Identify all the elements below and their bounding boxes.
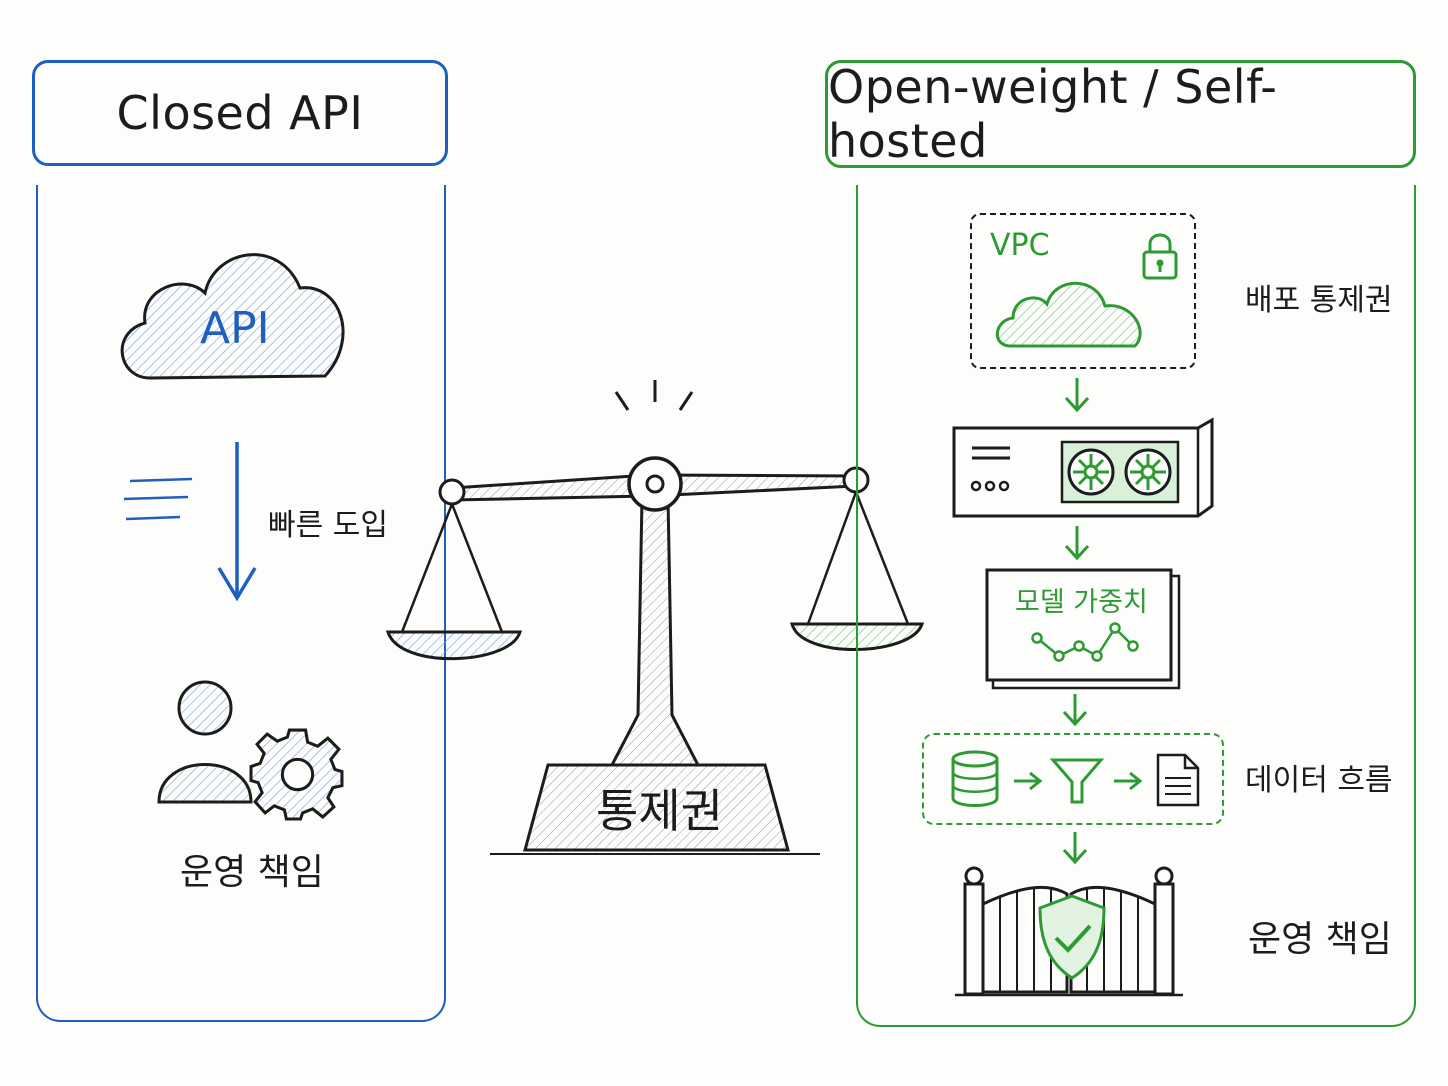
balance-scale-icon — [385, 380, 925, 855]
cloud-icon — [996, 281, 1142, 348]
database-icon — [951, 750, 999, 807]
data-flow-box — [922, 733, 1224, 825]
closed-api-title-box: Closed API — [32, 60, 448, 166]
right-arrow-2-icon — [1114, 771, 1143, 791]
user-icon — [157, 680, 253, 804]
fast-adoption-label: 빠른 도입 — [268, 508, 388, 543]
self-hosted-panel — [856, 185, 1416, 1027]
filter-icon — [1049, 758, 1105, 804]
closed-api-panel — [36, 185, 446, 1022]
data-flow-label: 데이터 흐름 — [1245, 763, 1393, 798]
closed-api-title: Closed API — [116, 86, 364, 140]
down-arrow-icon — [217, 442, 257, 602]
lock-icon — [1142, 233, 1178, 280]
server-icon — [952, 417, 1214, 518]
self-hosted-title: Open-weight / Self-hosted — [828, 60, 1278, 168]
gear-icon — [249, 728, 344, 821]
vpc-label: VPC — [990, 228, 1050, 263]
flow-arrow-2-icon — [1064, 526, 1090, 561]
deploy-control-label: 배포 통제권 — [1245, 283, 1393, 318]
flow-arrow-4-icon — [1062, 832, 1088, 865]
document-icon — [985, 568, 1181, 690]
shield-check-icon — [1038, 894, 1106, 980]
left-ops-responsibility-label: 운영 책임 — [180, 852, 324, 893]
vpc-box — [970, 213, 1196, 369]
cloud-icon — [120, 253, 345, 380]
api-label: API — [200, 303, 270, 354]
control-label: 통제권 — [596, 784, 723, 838]
right-ops-responsibility-label: 운영 책임 — [1248, 919, 1392, 960]
file-icon — [1156, 753, 1200, 807]
speed-lines-icon — [123, 477, 193, 521]
flow-arrow-3-icon — [1062, 694, 1088, 727]
flow-arrow-1-icon — [1064, 378, 1090, 413]
self-hosted-title-box: Open-weight / Self-hosted — [825, 60, 1416, 168]
right-arrow-1-icon — [1014, 771, 1043, 791]
model-weights-label: 모델 가중치 — [1015, 587, 1148, 618]
